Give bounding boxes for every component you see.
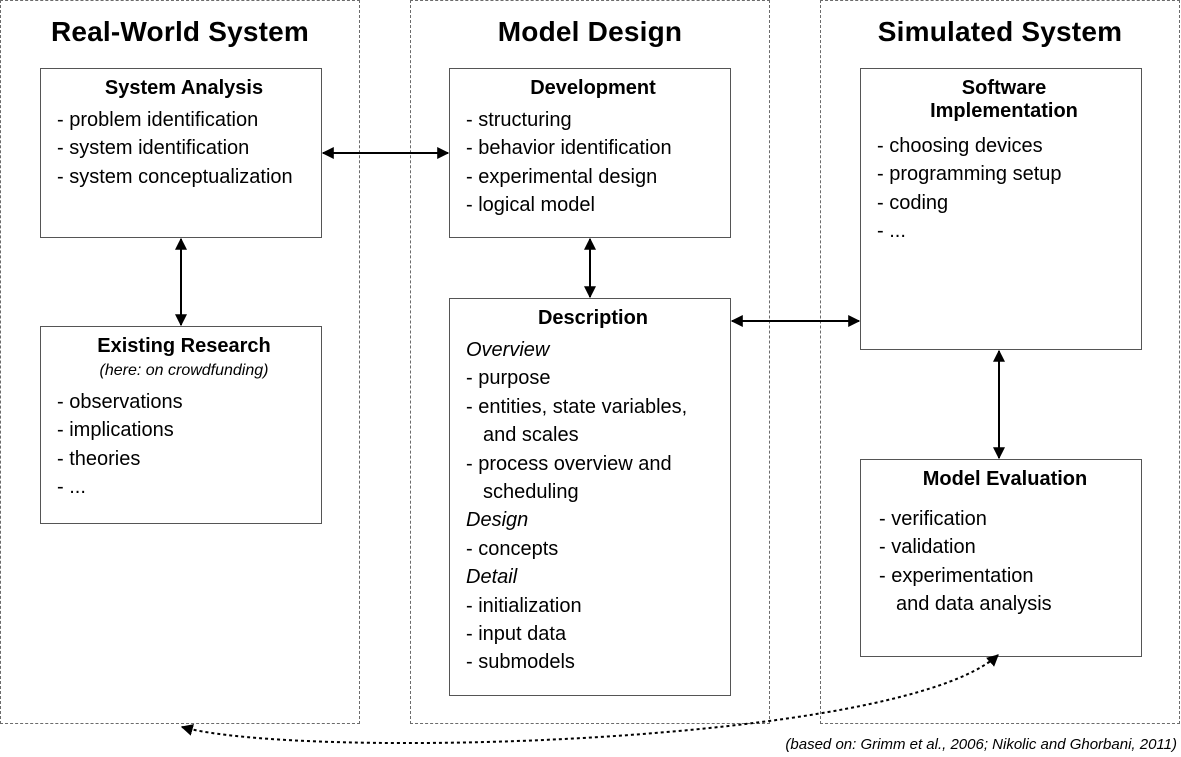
- column-real-world-system: [0, 0, 360, 724]
- box-title-existing-research: Existing Research: [97, 335, 271, 357]
- list-item: - system identification: [57, 137, 250, 160]
- list-item: - ...: [57, 476, 86, 499]
- list-item: - observations: [57, 391, 183, 413]
- box-title-model-evaluation: Model Evaluation: [922, 468, 1088, 490]
- box-model-evaluation: Model Evaluation - verification - valida…: [860, 459, 1142, 657]
- list-item: - choosing devices: [877, 135, 1043, 157]
- column-simulated-system: [820, 0, 1180, 724]
- list-item: - concepts: [466, 537, 559, 560]
- column-title-model-design: Model Design: [497, 16, 683, 47]
- box-title-description: Description: [537, 307, 649, 329]
- list-item-continuation: and data analysis: [896, 593, 1052, 616]
- list-item: - experimentation: [879, 564, 1034, 587]
- list-item: - behavior identification: [466, 137, 672, 160]
- box-subtitle-existing-research: (here: on crowdfunding): [99, 362, 269, 379]
- column-title-real-world-system: Real-World System: [50, 16, 310, 47]
- list-item: - experimental design: [466, 165, 658, 188]
- box-existing-research: Existing Research (here: on crowdfunding…: [40, 326, 322, 524]
- list-item: - verification: [879, 508, 987, 530]
- list-item: - initialization: [466, 594, 582, 617]
- section-heading-detail: Detail: [466, 566, 518, 589]
- list-item: - implications: [57, 419, 174, 442]
- list-item: - structuring: [466, 109, 572, 131]
- list-item: - problem identification: [57, 109, 259, 131]
- column-title-simulated-system: Simulated System: [877, 16, 1123, 47]
- list-item: - theories: [57, 447, 141, 470]
- list-item: - coding: [877, 191, 949, 214]
- list-item: - purpose: [466, 367, 551, 390]
- box-title-system-analysis: System Analysis: [104, 77, 264, 99]
- list-item: - system conceptualization: [57, 165, 293, 188]
- box-software-implementation: Software Implementation - choosing devic…: [860, 68, 1142, 350]
- list-item: - entities, state variables,: [466, 395, 688, 418]
- box-title-development: Development: [530, 77, 656, 99]
- list-item: - submodels: [466, 651, 575, 674]
- list-item-continuation: scheduling: [483, 481, 579, 504]
- list-item: - process overview and: [466, 452, 672, 475]
- list-item: - logical model: [466, 194, 595, 217]
- box-title-line: Software: [961, 77, 1047, 99]
- box-title-line: Implementation: [930, 100, 1078, 122]
- box-title-software-implementation: Software Implementation: [877, 77, 1131, 123]
- list-item-continuation: and scales: [483, 424, 579, 447]
- box-system-analysis: System Analysis - problem identification…: [40, 68, 322, 238]
- box-description: Description Overview - purpose - entitie…: [449, 298, 731, 696]
- list-item: - ...: [877, 220, 906, 243]
- list-item: - programming setup: [877, 163, 1062, 186]
- section-heading-overview: Overview: [466, 339, 550, 361]
- citation-text: (based on: Grimm et al., 2006; Nikolic a…: [785, 736, 1177, 753]
- section-heading-design: Design: [466, 509, 529, 532]
- box-development: Development - structuring - behavior ide…: [449, 68, 731, 238]
- list-item: - validation: [879, 536, 976, 559]
- list-item: - input data: [466, 623, 567, 646]
